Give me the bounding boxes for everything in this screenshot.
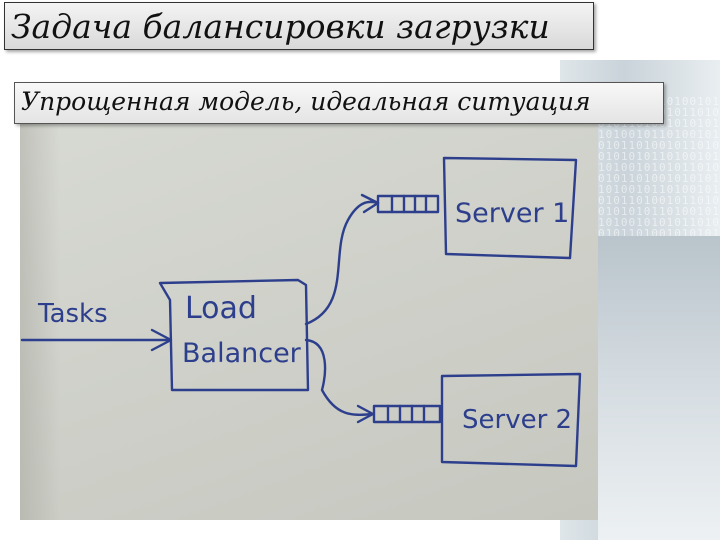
server-1-label: Server 1 [455,198,569,229]
server-2-label: Server 2 [462,405,572,435]
balancer-label-line2: Balancer [182,338,302,369]
load-balancer-box [158,278,310,392]
server-1-box [442,156,578,260]
tasks-label: Tasks [37,299,108,329]
background-gradient [598,236,720,540]
slide-title: Задача балансировки загрузки [11,7,550,46]
slide-title-box: Задача балансировки загрузки [4,2,594,50]
slide-subtitle-box: Упрощенная модель, идеальная ситуация [14,82,664,124]
tasks-arrow [20,328,173,352]
balancer-label-line1: Load [185,291,257,326]
server-2-box [440,372,582,468]
connector-server-1 [304,193,380,326]
connector-server-2 [304,338,375,424]
photo-shade [20,124,60,520]
slide-subtitle: Упрощенная модель, идеальная ситуация [21,87,591,116]
queue-server-1 [376,194,440,214]
queue-server-2 [372,404,442,424]
